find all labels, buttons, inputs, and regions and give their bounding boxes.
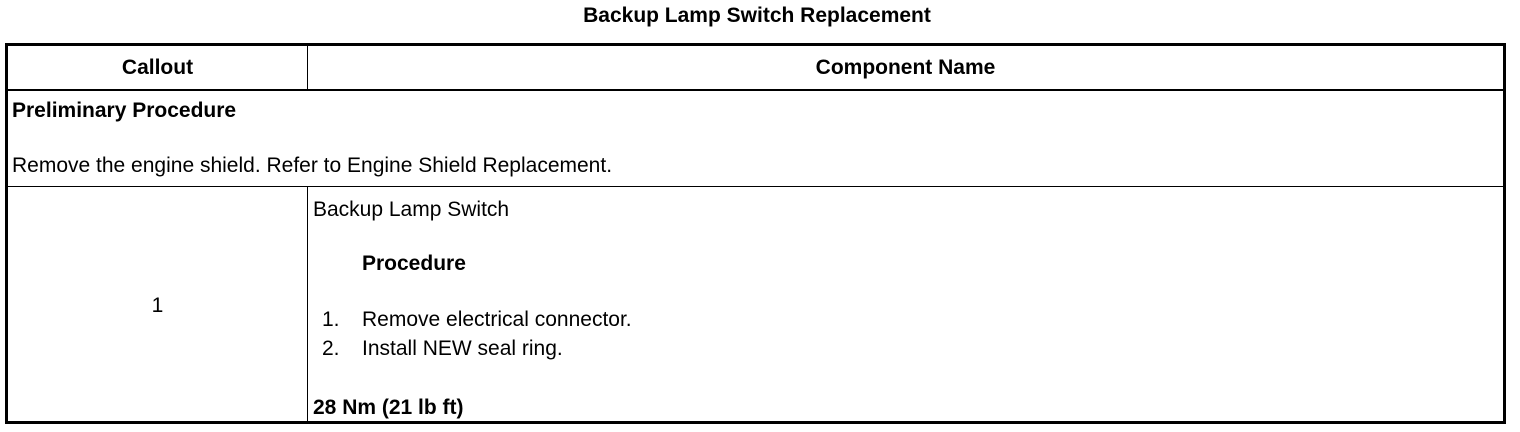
torque-specification: 28 Nm (21 lb ft) [313, 396, 464, 419]
preliminary-procedure-heading: Preliminary Procedure [12, 99, 237, 122]
procedure-heading: Procedure [362, 252, 466, 275]
preliminary-procedure-row: Preliminary Procedure Remove the engine … [8, 91, 1503, 187]
header-component-name: Component Name [815, 56, 996, 79]
step-number: 2. [322, 337, 340, 360]
header-callout: Callout [8, 46, 308, 89]
table-row: 1 Backup Lamp Switch Procedure 1. Remove… [8, 187, 1503, 421]
preliminary-procedure-text: Remove the engine shield. Refer to Engin… [12, 154, 613, 177]
table-header-row: Callout Component Name [8, 46, 1503, 91]
document-title: Backup Lamp Switch Replacement [583, 4, 931, 27]
callout-number: 1 [151, 294, 164, 317]
component-name: Backup Lamp Switch [313, 198, 510, 221]
component-cell: Backup Lamp Switch Procedure 1. Remove e… [308, 187, 1503, 421]
procedure-table: Callout Component Name Preliminary Proce… [5, 43, 1506, 424]
step-text: Remove electrical connector. [362, 308, 632, 331]
step-number: 1. [322, 308, 340, 331]
step-text: Install NEW seal ring. [362, 337, 563, 360]
callout-cell: 1 [8, 187, 308, 421]
